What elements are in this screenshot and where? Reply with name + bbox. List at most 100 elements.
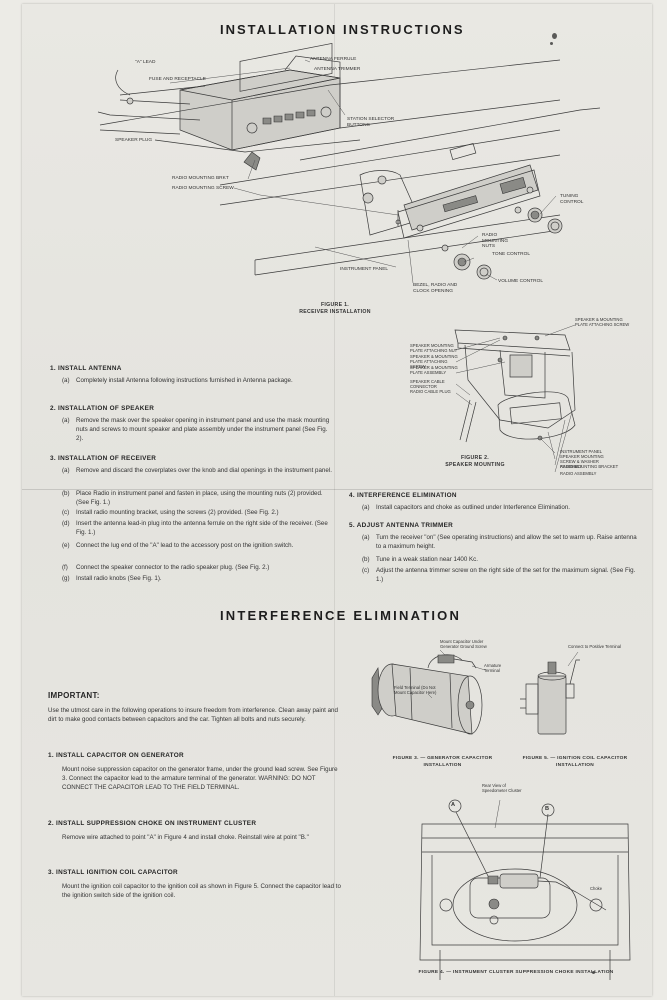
step-4-title: 4. INTERFERENCE ELIMINATION — [349, 492, 457, 499]
step-3a-label: (a) — [62, 467, 70, 474]
step-1a: (a) Completely install Antenna following… — [62, 376, 334, 385]
step-3b-text: Place Radio in instrument panel and fast… — [76, 490, 323, 506]
step-5b-label: (b) — [362, 556, 370, 563]
step-2-title: 2. INSTALLATION OF SPEAKER — [50, 405, 155, 412]
callout-speaker-mount-screw: SPEAKER MOUNTING SCREW & WASHER ASSEMBLY — [560, 454, 604, 469]
step-1-title: 1. INSTALL ANTENNA — [50, 365, 122, 372]
stain-spot — [592, 971, 595, 974]
callout-plate-screw-top: SPEAKER & MOUNTING PLATE ATTACHING SCREW — [575, 317, 630, 327]
step-5c-label: (c) — [362, 567, 370, 574]
figure-2-caption-title: SPEAKER MOUNTING — [445, 462, 505, 468]
step-5c: (c) Adjust the antenna trimmer screw on … — [362, 566, 637, 584]
figure-2-speaker-illustration — [0, 0, 667, 480]
step-3c-label: (c) — [62, 509, 70, 516]
figure-5-caption-title: INSTALLATION — [555, 763, 595, 768]
step-5-title: 5. ADJUST ANTENNA TRIMMER — [349, 522, 454, 529]
figure-1-caption-title: RECEIVER INSTALLATION — [299, 309, 371, 315]
figure-5-caption: FIGURE 5. — IGNITION COIL CAPACITOR INST… — [510, 755, 640, 769]
callout-tone-control: TONE CONTROL — [492, 252, 531, 257]
interference-step-2-text: Remove wire attached to point "A" in Fig… — [62, 834, 309, 841]
figure-3-generator-illustration — [0, 0, 667, 800]
page-title: INSTALLATION INSTRUCTIONS — [220, 22, 465, 37]
interference-step-1-text: Mount noise suppression capacitor on the… — [62, 766, 338, 792]
figure-3-caption-title: INSTALLATION — [423, 763, 462, 768]
step-3d-label: (d) — [62, 520, 70, 527]
interference-title: INTERFERENCE ELIMINATION — [220, 608, 462, 623]
callout-speaker-plug: SPEAKER PLUG — [115, 138, 153, 143]
step-5c-text: Adjust the antenna trimmer screw on the … — [376, 567, 636, 583]
interference-step-2-title: 2. INSTALL SUPPRESSION CHOKE ON INSTRUME… — [48, 820, 257, 827]
step-3a-text: Remove and discard the coverplates over … — [76, 467, 332, 474]
step-4a: (a) Install capacitors and choke as outl… — [362, 503, 637, 512]
callout-point-a: A — [451, 802, 456, 808]
callout-instrument-panel: INSTRUMENT PANEL — [340, 267, 389, 272]
step-2a-text: Remove the mask over the speaker opening… — [76, 417, 330, 442]
figure-5-ignition-coil-illustration — [0, 0, 667, 800]
stain-spot — [550, 42, 553, 45]
paper-sheet — [22, 4, 652, 996]
step-3c-text: Install radio mounting bracket, using th… — [76, 509, 279, 516]
step-3d-text: Insert the antenna lead-in plug into the… — [76, 520, 328, 536]
step-3e-text: Connect the lug end of the "A" lead to t… — [76, 542, 294, 549]
callout-choke: Choke — [590, 886, 603, 891]
callout-positive-terminal: Connect to Positive Terminal — [568, 644, 621, 649]
step-4a-text: Install capacitors and choke as outlined… — [376, 504, 570, 511]
step-1a-label: (a) — [62, 377, 70, 384]
callout-station-selector: STATION SELECTOR BUTTONS — [347, 117, 395, 128]
step-3g-text: Install radio knobs (See Fig. 1). — [76, 575, 162, 582]
callout-mounting-screw: RADIO MOUNTING SCREW — [172, 186, 234, 191]
callout-plate-assembly: SPEAKER & MOUNTING PLATE ASSEMBLY — [410, 365, 458, 375]
step-2a-label: (a) — [62, 417, 70, 424]
figure-4-caption: FIGURE 4. — INSTRUMENT CLUSTER SUPPRESSI… — [418, 970, 614, 975]
step-3f-text: Connect the speaker connector to the rad… — [76, 564, 270, 571]
step-3d: (d) Insert the antenna lead-in plug into… — [62, 519, 334, 537]
callout-fuse-receptacle: FUSE AND RECEPTACLE — [149, 77, 206, 82]
callout-mount-capacitor: Mount Capacitor Under Generator Ground S… — [440, 639, 487, 649]
callout-point-b: B — [545, 806, 550, 812]
callout-antenna-ferrule: ANTENNA FERRULE — [310, 57, 357, 62]
callout-instrument-panel-2: INSTRUMENT PANEL — [560, 449, 602, 454]
step-5b-text: Tune in a weak station near 1400 Kc. — [376, 556, 478, 563]
step-5b: (b) Tune in a weak station near 1400 Kc. — [362, 555, 637, 564]
step-2a: (a) Remove the mask over the speaker ope… — [62, 416, 334, 443]
callout-field-terminal: Field Terminal (Do Not Mount Capacitor H… — [394, 685, 437, 695]
callout-plate-attaching-screw: SPEAKER & MOUNTING PLATE ATTACHING SCREW — [410, 354, 458, 369]
step-4a-label: (a) — [362, 504, 370, 511]
fold-crease-vertical — [334, 4, 335, 996]
step-3f-label: (f) — [62, 564, 68, 571]
figure-2-caption: FIGURE 2. SPEAKER MOUNTING — [433, 455, 517, 469]
step-3c: (c) Install radio mounting bracket, usin… — [62, 508, 334, 517]
callout-antenna-trimmer: ANTENNA TRIMMER — [314, 67, 361, 72]
callout-speaker-cable-connector: SPEAKER CABLE CONNECTOR — [410, 379, 445, 389]
figure-1-caption: FIGURE 1. RECEIVER INSTALLATION — [270, 302, 400, 316]
step-3e: (e) Connect the lug end of the "A" lead … — [62, 541, 334, 550]
callout-mounting-nuts: RADIO MOUNTING NUTS — [482, 233, 509, 249]
callout-armature-terminal: Armature Terminal — [484, 663, 502, 673]
callout-radio-assembly: RADIO ASSEMBLY — [560, 471, 597, 476]
step-3-title: 3. INSTALLATION OF RECEIVER — [50, 455, 157, 462]
figure-5-caption-number: FIGURE 5. — IGNITION COIL CAPACITOR — [522, 756, 628, 761]
figure-1-caption-number: FIGURE 1. — [320, 302, 350, 308]
callout-rear-view: Rear View of Speedometer Cluster — [482, 783, 522, 793]
callout-radio-mount-bracket: RADIO MOUNTING BRACKET — [560, 464, 619, 469]
stain-spot — [552, 33, 557, 39]
interference-step-3-text: Mount the ignition coil capacitor to the… — [62, 883, 341, 900]
callout-bezel: BEZEL, RADIO AND CLOCK OPENING — [413, 283, 458, 294]
step-3a: (a) Remove and discard the coverplates o… — [62, 466, 334, 475]
callout-tuning-control: TUNING CONTROL — [560, 194, 584, 205]
step-3f: (f) Connect the speaker connector to the… — [62, 563, 334, 572]
figure-1-receiver-illustration — [0, 0, 667, 320]
figure-3-caption-number: FIGURE 3. — GENERATOR CAPACITOR — [392, 756, 493, 761]
callout-a-lead: "A" LEAD — [135, 60, 156, 65]
step-3b-label: (b) — [62, 490, 70, 497]
step-3b: (b) Place Radio in instrument panel and … — [62, 489, 334, 507]
interference-step-1-title: 1. INSTALL CAPACITOR ON GENERATOR — [48, 752, 184, 759]
figure-2-caption-number: FIGURE 2. — [460, 455, 490, 461]
important-heading: IMPORTANT: — [48, 691, 100, 700]
interference-step-3-title: 3. INSTALL IGNITION COIL CAPACITOR — [48, 869, 178, 876]
callout-volume-control: VOLUME CONTROL — [498, 279, 544, 284]
step-3g-label: (g) — [62, 575, 70, 582]
step-1a-text: Completely install Antenna following ins… — [76, 377, 293, 384]
